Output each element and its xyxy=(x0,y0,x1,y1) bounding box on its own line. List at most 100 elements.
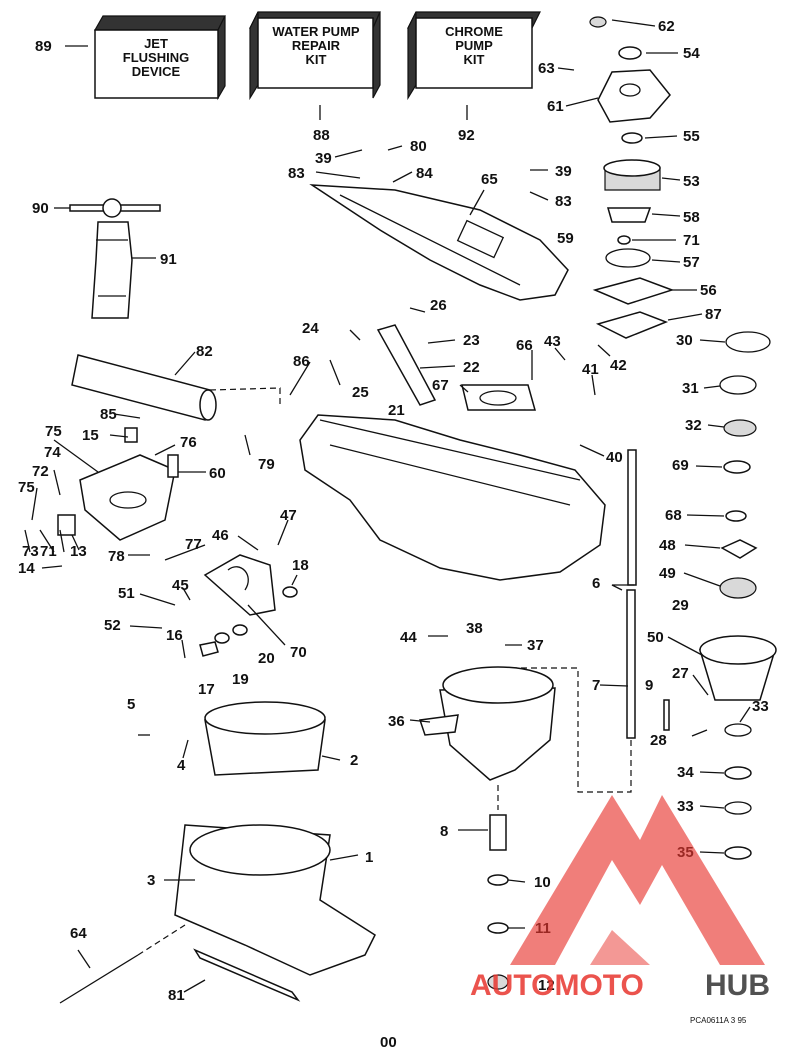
part-number: 28 xyxy=(650,732,667,749)
part-number: 6 xyxy=(592,575,600,592)
kit-box-water-pump-repair-kit: WATER PUMP REPAIR KIT xyxy=(249,11,381,101)
part-number: 57 xyxy=(683,254,700,271)
part-number: 83 xyxy=(288,165,305,182)
part-number: 55 xyxy=(683,128,700,145)
part-number: 10 xyxy=(534,874,551,891)
kit-label-line: REPAIR xyxy=(292,38,341,53)
part-number: 45 xyxy=(172,577,189,594)
part-number: 31 xyxy=(682,380,699,397)
part-number: 56 xyxy=(700,282,717,299)
part-number: 39 xyxy=(555,163,572,180)
part-number: 79 xyxy=(258,456,275,473)
part-number: 43 xyxy=(544,333,561,350)
kit-label-line: DEVICE xyxy=(132,64,181,79)
part-number: 3 xyxy=(147,872,155,889)
part-number: 40 xyxy=(606,449,623,466)
part-number: 46 xyxy=(212,527,229,544)
part-number: 54 xyxy=(683,45,700,62)
driveshaft-drawing xyxy=(505,449,670,793)
part-number: 4 xyxy=(177,757,186,774)
part-number: 39 xyxy=(315,150,332,167)
part-number: 53 xyxy=(683,173,700,190)
part-number: 17 xyxy=(198,681,215,698)
part-number: 78 xyxy=(108,548,125,565)
part-number: 23 xyxy=(463,332,480,349)
part-number: 30 xyxy=(676,332,693,349)
part-number: 61 xyxy=(547,98,564,115)
leader-lines xyxy=(24,19,751,993)
part-number: 71 xyxy=(40,543,57,560)
part-number: 68 xyxy=(665,507,682,524)
part-number: 83 xyxy=(555,193,572,210)
part-number: 24 xyxy=(302,320,319,337)
kit-label-line: WATER PUMP xyxy=(272,24,359,39)
kit-label-line: JET xyxy=(144,36,168,51)
part-number: 84 xyxy=(416,165,433,182)
flushing-device-drawing xyxy=(69,198,161,319)
kit-label-line: KIT xyxy=(306,52,327,67)
part-number: 33 xyxy=(752,698,769,715)
part-number: 51 xyxy=(118,585,135,602)
part-number: 74 xyxy=(44,444,61,461)
part-number: 66 xyxy=(516,337,533,354)
part-number: 41 xyxy=(582,361,599,378)
part-number: 75 xyxy=(45,423,62,440)
part-number: 82 xyxy=(196,343,213,360)
part-number: 26 xyxy=(430,297,447,314)
part-number: 18 xyxy=(292,557,309,574)
part-number: 20 xyxy=(258,650,275,667)
part-number: 87 xyxy=(705,306,722,323)
part-number: 14 xyxy=(18,560,35,577)
part-number: 38 xyxy=(466,620,483,637)
part-number: 48 xyxy=(659,537,676,554)
watermark-logo: AUTOMOTO HUB xyxy=(470,795,770,1002)
part-number: 21 xyxy=(388,402,405,419)
part-number: 7 xyxy=(592,677,600,694)
part-number: 58 xyxy=(683,209,700,226)
pump-housing-drawing xyxy=(299,324,606,581)
part-number: 52 xyxy=(104,617,121,634)
part-number: 71 xyxy=(683,232,700,249)
part-number: 13 xyxy=(70,543,87,560)
part-number: 27 xyxy=(672,665,689,682)
bracket-drawing xyxy=(57,427,179,541)
part-number: 91 xyxy=(160,251,177,268)
drawing-code: PCA0611A 3 95 xyxy=(690,1016,747,1025)
top-plate-drawing xyxy=(309,184,569,301)
part-number: 90 xyxy=(32,200,49,217)
part-number: 73 xyxy=(22,543,39,560)
part-number: 62 xyxy=(658,18,675,35)
part-number: 65 xyxy=(481,171,498,188)
part-number: 50 xyxy=(647,629,664,646)
part-number: 8 xyxy=(440,823,448,840)
part-number: 81 xyxy=(168,987,185,1004)
kit-box-chrome-pump-kit: CHROME PUMP KIT xyxy=(407,11,541,101)
kit-label-line: KIT xyxy=(464,52,485,67)
part-number: 1 xyxy=(365,849,373,866)
part-number: 5 xyxy=(127,696,135,713)
nozzle-ring-drawing xyxy=(204,701,326,776)
page-number: 00 xyxy=(380,1034,397,1047)
part-number-88: 88 xyxy=(313,127,330,144)
impeller-housing-drawing xyxy=(419,666,556,990)
part-number: 15 xyxy=(82,427,99,444)
part-number: 86 xyxy=(293,353,310,370)
part-number: 69 xyxy=(672,457,689,474)
part-number: 34 xyxy=(677,764,694,781)
part-number-89: 89 xyxy=(35,38,52,55)
part-number: 33 xyxy=(677,798,694,815)
part-number: 85 xyxy=(100,406,117,423)
intake-housing-drawing xyxy=(59,824,376,1004)
pump-top-parts-drawing xyxy=(589,16,675,339)
part-number-92: 92 xyxy=(458,127,475,144)
watermark-brand-part2: HUB xyxy=(705,969,770,1002)
part-number: 70 xyxy=(290,644,307,661)
part-number: 9 xyxy=(645,677,653,694)
part-number: 72 xyxy=(32,463,49,480)
kit-label-line: FLUSHING xyxy=(123,50,189,65)
part-number: 29 xyxy=(672,597,689,614)
seal-rings-drawing xyxy=(698,331,777,860)
part-number: 47 xyxy=(280,507,297,524)
part-number: 59 xyxy=(557,230,574,247)
